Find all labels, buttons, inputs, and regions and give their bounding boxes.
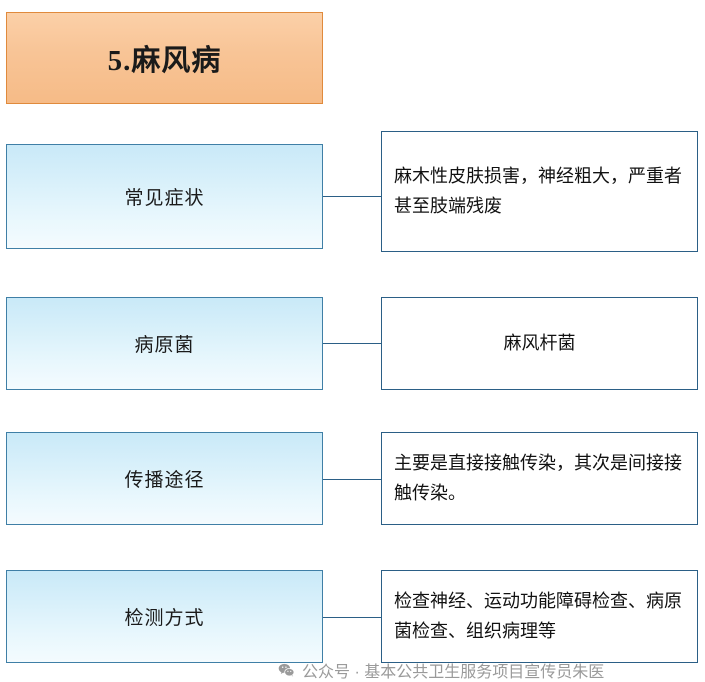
content-text-symptoms: 麻木性皮肤损害，神经粗大，严重者甚至肢端残废: [394, 165, 682, 216]
label-box-pathogen[interactable]: 病原菌: [6, 297, 323, 390]
label-text-symptoms: 常见症状: [124, 188, 205, 209]
connector-line-1: [323, 196, 381, 197]
content-box-detection[interactable]: 检查神经、运动功能障碍检查、病原菌检查、组织病理等: [381, 570, 698, 663]
content-text-pathogen: 麻风杆菌: [503, 332, 576, 353]
connector-line-2: [323, 343, 381, 344]
content-box-symptoms[interactable]: 麻木性皮肤损害，神经粗大，严重者甚至肢端残废: [381, 131, 698, 252]
label-text-detection: 检测方式: [124, 608, 205, 629]
content-text-transmission: 主要是直接接触传染，其次是间接接触传染。: [394, 452, 682, 503]
connector-line-4: [323, 617, 381, 618]
diagram-title-text: 5.麻风病: [107, 45, 222, 77]
label-box-transmission[interactable]: 传播途径: [6, 432, 323, 525]
connector-line-3: [323, 479, 381, 480]
label-box-symptoms[interactable]: 常见症状: [6, 144, 323, 249]
diagram-title-box: 5.麻风病: [6, 12, 323, 104]
watermark: 公众号 · 基本公共卫生服务项目宣传员朱医: [278, 658, 604, 682]
watermark-text: 公众号 · 基本公共卫生服务项目宣传员朱医: [302, 664, 605, 681]
content-box-pathogen[interactable]: 麻风杆菌: [381, 297, 698, 390]
label-text-transmission: 传播途径: [124, 470, 205, 491]
content-box-transmission[interactable]: 主要是直接接触传染，其次是间接接触传染。: [381, 432, 698, 525]
label-box-detection[interactable]: 检测方式: [6, 570, 323, 663]
wechat-icon: [278, 662, 295, 679]
content-text-detection: 检查神经、运动功能障碍检查、病原菌检查、组织病理等: [394, 590, 682, 641]
label-text-pathogen: 病原菌: [134, 335, 195, 356]
